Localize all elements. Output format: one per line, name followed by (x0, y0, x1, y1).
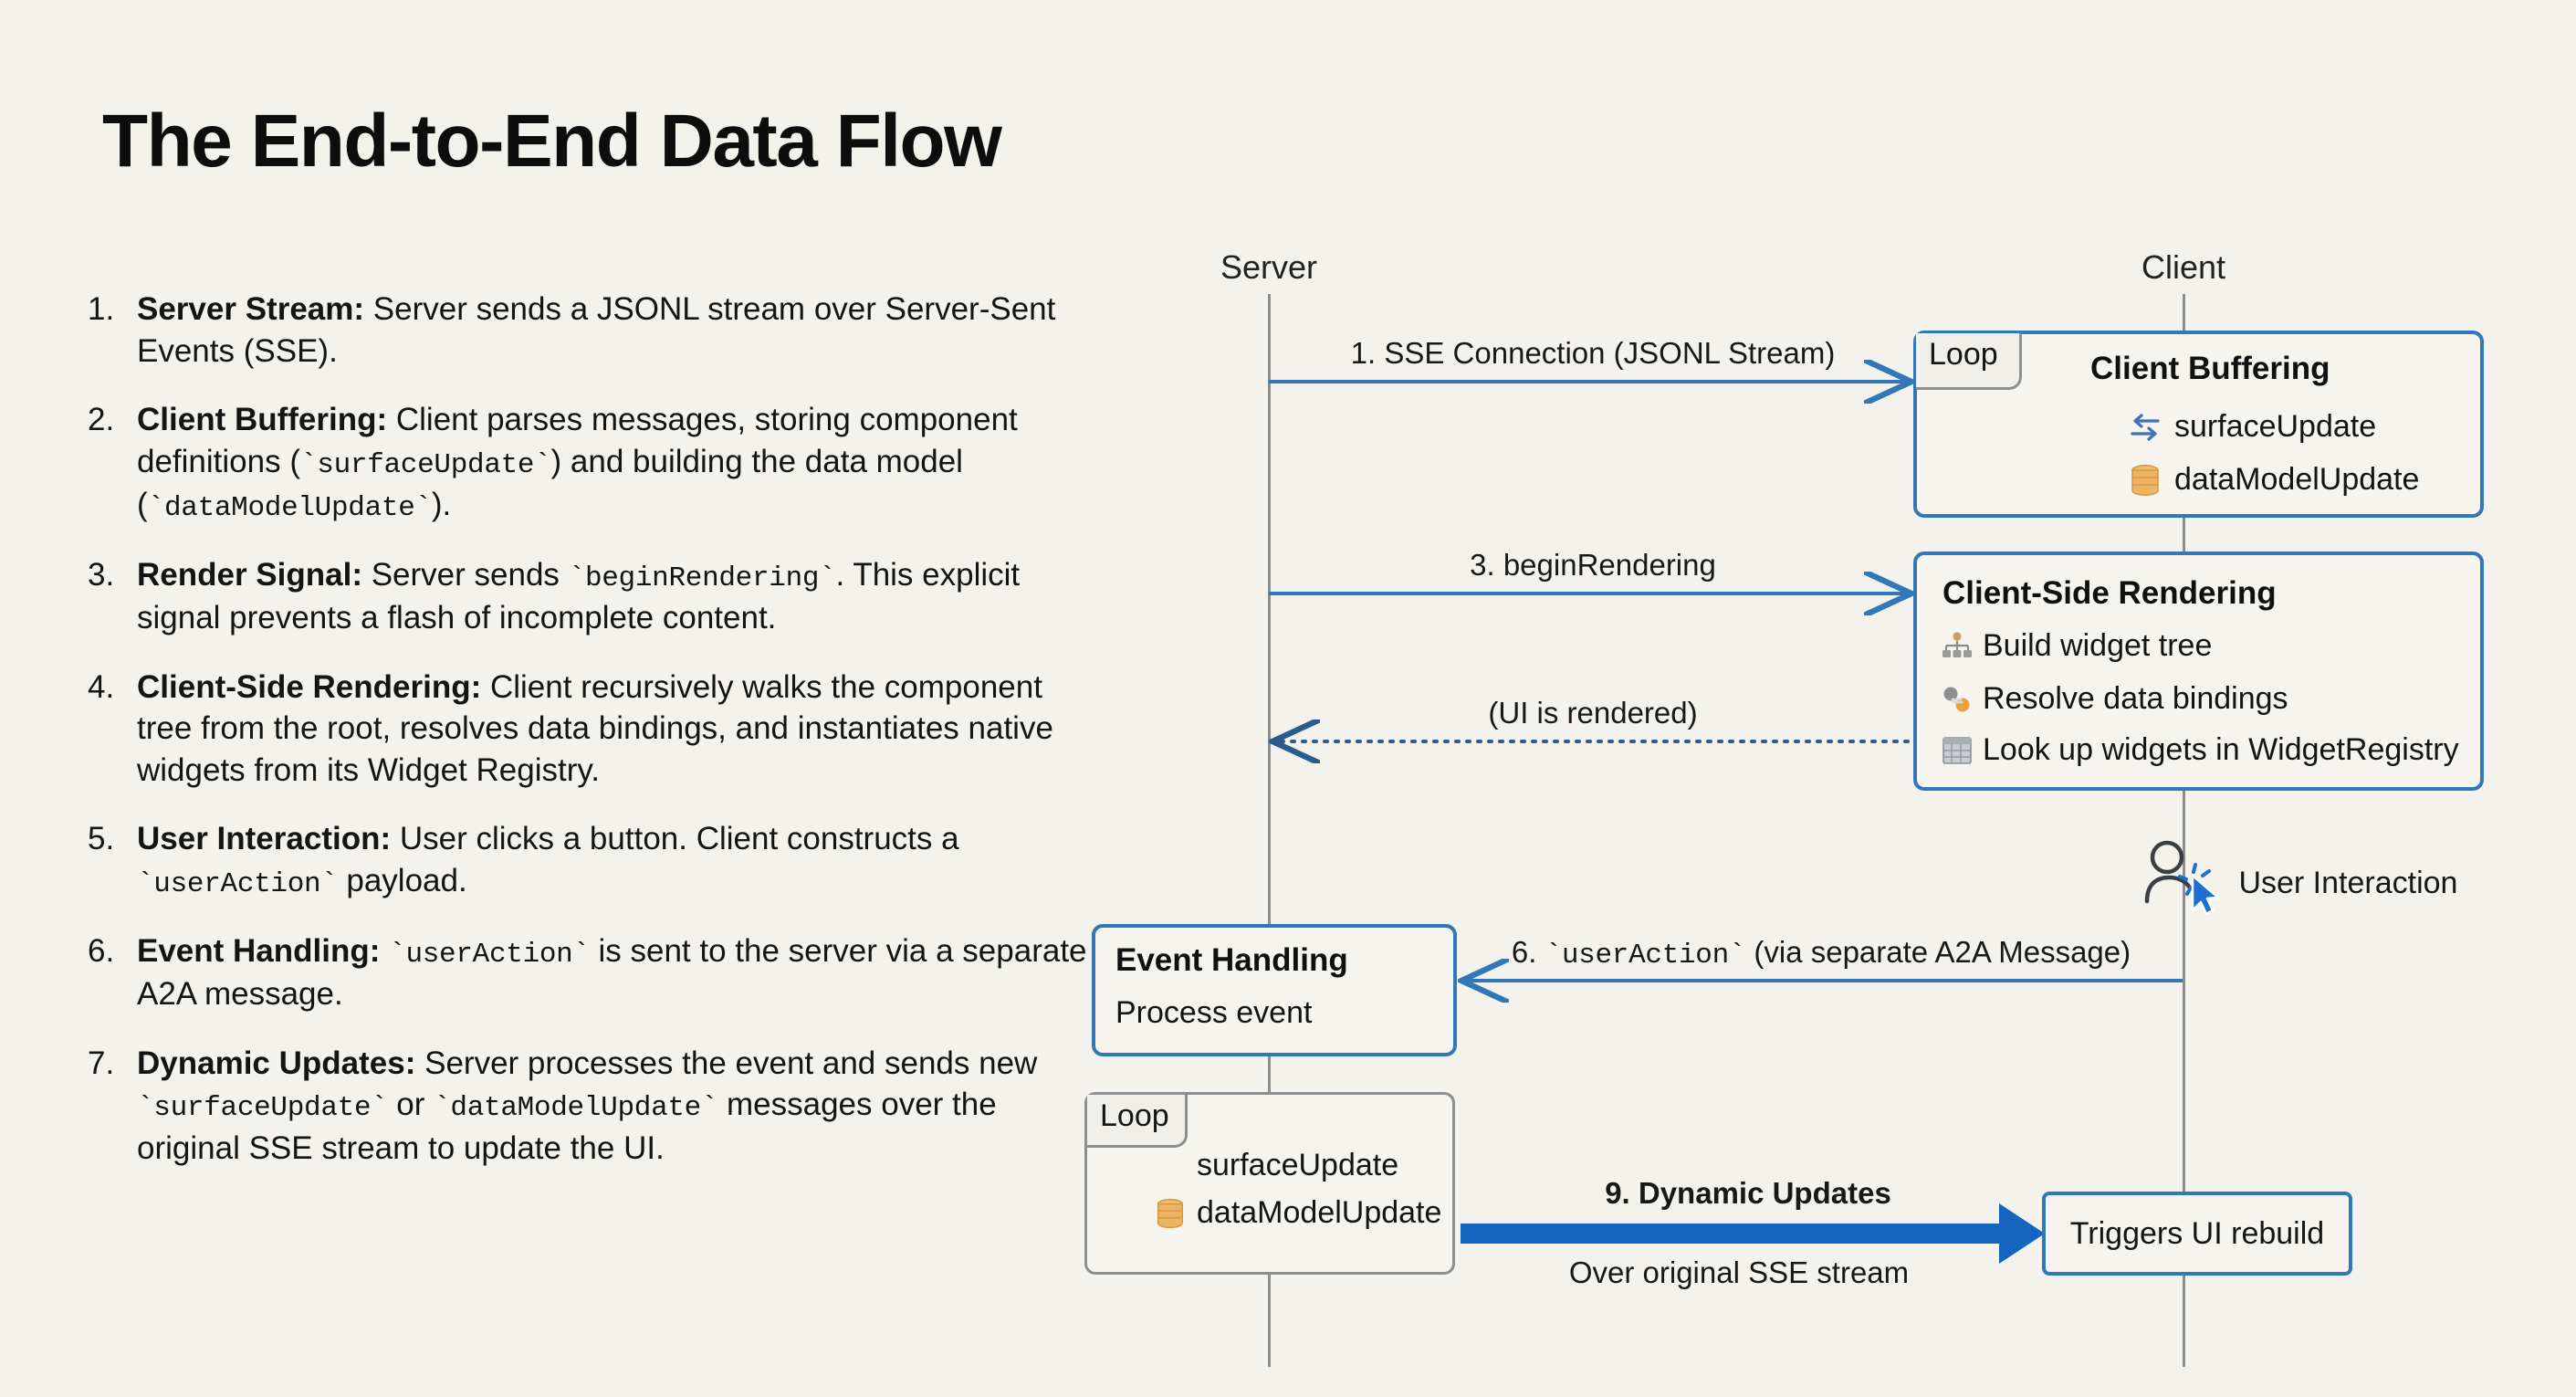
loop-tab-client-buffering: Loop (1916, 333, 2022, 390)
message-label-begin-rendering: 3. beginRendering (1470, 548, 1716, 582)
list-item-rest: . This explicit signal prevents a flash … (137, 557, 1021, 636)
list-item-number: 7. (88, 1045, 115, 1081)
list-item-bold: Event Handling: (137, 933, 381, 970)
message-label-dynamic-updates-sub: Over original SSE stream (1568, 1255, 1910, 1289)
client-rendering-label-1: Resolve data bindings (1983, 681, 2288, 716)
list-item-rest: Client parses messages, storing componen… (137, 402, 1018, 479)
client-lifeline (2183, 294, 2185, 1367)
list-item-text: Server Stream: Server sends a JSONL stre… (137, 289, 1101, 372)
list-item-rest: is sent to the server via a separate A2A… (137, 933, 1087, 1013)
client-buffering-surface-label: surfaceUpdate (2174, 409, 2377, 444)
list-item-text: Client-Side Rendering: Client recursivel… (137, 667, 1101, 792)
list-item: 2. Client Buffering: Client parses messa… (88, 399, 1101, 527)
list-item-rest: Server sends (361, 557, 569, 593)
list-item-rest: or (387, 1087, 435, 1123)
database-icon (2127, 463, 2163, 498)
registry-table-icon (1941, 735, 1974, 766)
list-item-bold: Dynamic Updates: (137, 1045, 416, 1081)
list-item-number: 6. (88, 933, 115, 970)
server-loop-surface-label: surfaceUpdate (1197, 1148, 1399, 1182)
list-item: 7. Dynamic Updates: Server processes the… (88, 1043, 1101, 1169)
link-chain-icon (1941, 684, 1974, 715)
event-handling-box: Event Handling Process event (1092, 924, 1457, 1056)
server-lifeline (1268, 294, 1271, 1367)
loop-tab-server-loop: Loop (1087, 1095, 1188, 1148)
server-loop-item-surface-update: surfaceUpdate (1197, 1148, 1398, 1183)
code-span: `surfaceUpdate` (137, 1092, 388, 1125)
triggers-ui-rebuild-label: Triggers UI rebuild (2069, 1215, 2325, 1251)
list-item-number: 3. (88, 557, 115, 593)
client-buffering-item-surface-update: surfaceUpdate (2127, 409, 2376, 445)
server-loop-data-label: dataModelUpdate (1197, 1195, 1442, 1230)
client-rendering-item-resolve-data-bindings: Resolve data bindings (1941, 681, 2288, 717)
code-span: `userAction` (389, 939, 590, 972)
message-label-sse-connection: 1. SSE Connection (JSONL Stream) (1350, 336, 1836, 370)
list-item-bold: Render Signal: (137, 557, 362, 593)
list-item: 4. Client-Side Rendering: Client recursi… (88, 667, 1101, 792)
list-item-text: User Interaction: User clicks a button. … (137, 818, 1101, 903)
client-buffering-title: Client Buffering (2090, 351, 2330, 386)
list-item-number: 4. (88, 668, 115, 705)
hierarchy-icon (1941, 631, 1974, 662)
code-span: `surfaceUpdate` (299, 448, 551, 481)
user-action-code: `userAction` (1545, 940, 1746, 972)
code-span: `dataModelUpdate` (434, 1092, 718, 1125)
message-label-ui-rendered: (UI is rendered) (1488, 696, 1698, 730)
code-span: `beginRendering` (568, 562, 836, 595)
user-action-suffix: (via separate A2A Message) (1745, 935, 2131, 969)
list-item: 5. User Interaction: User clicks a butto… (88, 818, 1101, 903)
list-item: 6. Event Handling: `userAction` is sent … (88, 930, 1101, 1015)
list-item-bold: Server Stream: (137, 291, 365, 327)
exchange-arrows-icon (2127, 411, 2163, 444)
actor-label-server: Server (1220, 248, 1318, 286)
list-item-text: Client Buffering: Client parses messages… (137, 399, 1101, 527)
user-click-icon (2136, 835, 2227, 918)
steps-list: 1. Server Stream: Server sends a JSONL s… (88, 289, 1101, 1196)
list-item-rest: messages over the original SSE stream to… (137, 1087, 997, 1166)
user-action-prefix: 6. (1511, 935, 1545, 969)
list-item-rest: ) and building the data model ( (137, 443, 963, 522)
client-rendering-label-0: Build widget tree (1983, 628, 2213, 663)
list-item-number: 5. (88, 821, 115, 857)
list-item-number: 1. (88, 291, 115, 327)
database-icon (1153, 1197, 1188, 1230)
message-label-user-action: 6. `userAction` (via separate A2A Messag… (1512, 935, 2131, 972)
client-buffering-item-data-model-update: dataModelUpdate (2127, 462, 2419, 498)
triggers-ui-rebuild-box: Triggers UI rebuild (2042, 1192, 2352, 1276)
actor-label-client: Client (2141, 248, 2226, 286)
event-handling-title: Event Handling (1115, 942, 1348, 978)
client-rendering-item-lookup-widgets: Look up widgets in WidgetRegistry (1941, 732, 2459, 768)
page-title: The End-to-End Data Flow (102, 100, 1002, 183)
list-item-rest: User clicks a button. Client constructs … (391, 821, 959, 857)
code-span: `userAction` (137, 867, 338, 900)
server-loop-item-data-model-update: dataModelUpdate (1153, 1195, 1441, 1231)
list-item-text: Event Handling: `userAction` is sent to … (137, 930, 1101, 1015)
list-item: 3. Render Signal: Server sends `beginRen… (88, 554, 1101, 639)
list-item: 1. Server Stream: Server sends a JSONL s… (88, 289, 1101, 372)
client-side-rendering-title: Client-Side Rendering (1942, 575, 2277, 611)
list-item-rest: Client recursively walks the component t… (137, 668, 1053, 788)
list-item-number: 2. (88, 402, 115, 437)
client-buffering-data-label: dataModelUpdate (2174, 462, 2420, 497)
list-item-bold: Client-Side Rendering: (137, 668, 482, 705)
list-item-rest: payload. (337, 862, 467, 898)
list-item-text: Dynamic Updates: Server processes the ev… (137, 1043, 1101, 1169)
user-interaction-label: User Interaction (2238, 866, 2458, 901)
client-rendering-label-2: Look up widgets in WidgetRegistry (1983, 732, 2459, 767)
client-side-rendering-box: Client-Side Rendering Build widget tree (1913, 551, 2484, 791)
list-item-rest: Server sends a JSONL stream over Server-… (137, 291, 1056, 369)
message-label-dynamic-updates: 9. Dynamic Updates (1605, 1176, 1891, 1210)
client-buffering-box: Client Buffering surfaceUpdate (1913, 331, 2484, 518)
list-item-rest: ). (431, 486, 452, 522)
event-handling-subtitle: Process event (1115, 995, 1313, 1030)
code-span: `dataModelUpdate` (147, 491, 432, 524)
list-item-text: Render Signal: Server sends `beginRender… (137, 554, 1101, 639)
client-rendering-item-build-widget-tree: Build widget tree (1941, 628, 2212, 664)
list-item-bold: User Interaction: (137, 821, 392, 857)
user-interaction-group: User Interaction (2136, 835, 2457, 918)
list-item-rest: Server processes the event and sends new (415, 1045, 1038, 1081)
list-item-bold: Client Buffering: (137, 402, 388, 437)
